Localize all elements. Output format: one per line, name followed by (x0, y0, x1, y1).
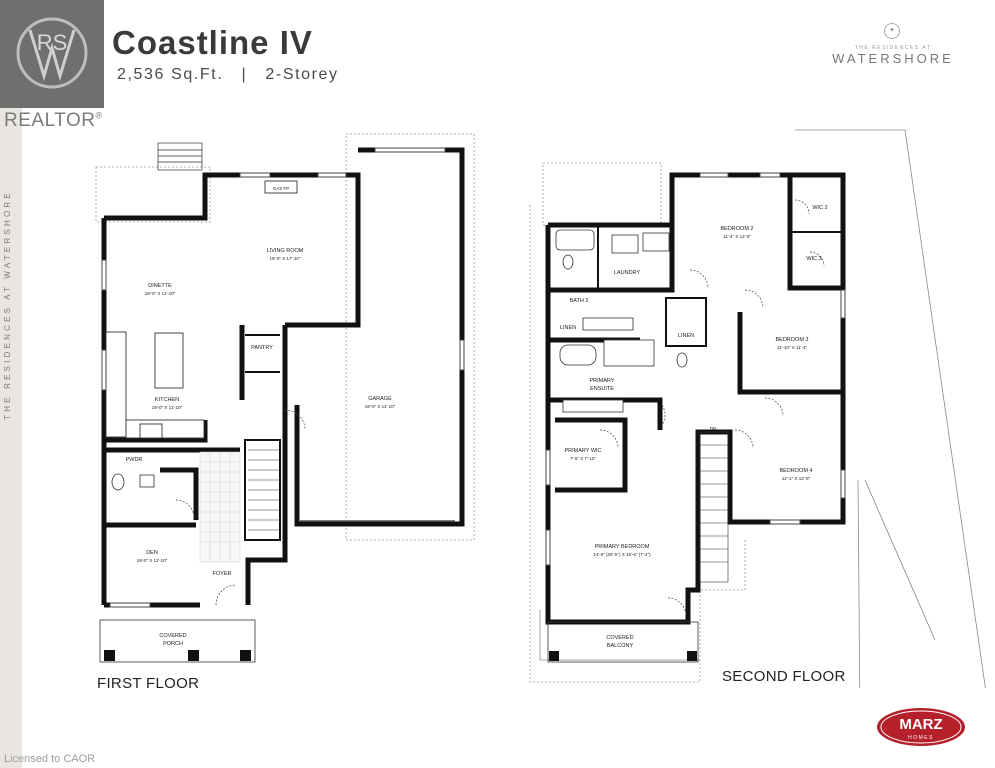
second-floor-plan: BEDROOM 2 11'-4" X 12'-0" BEDROOM 3 11'-… (529, 129, 986, 688)
second-floor-dashed-outline (529, 162, 746, 683)
room-primary-name: PRIMARY BEDROOM (595, 544, 650, 550)
second-floor-interior-walls (597, 225, 843, 347)
room-balcony-name-1: COVERED (606, 635, 633, 641)
deck-stairs (157, 142, 203, 171)
foyer-tile-grid (199, 451, 241, 563)
realtor-text: REALTOR® (4, 110, 103, 132)
watershore-monogram-icon: ✦ (884, 23, 900, 39)
room-ensuite-name-1: PRIMARY (590, 378, 615, 384)
page-title: Coastline IV (112, 24, 313, 61)
second-floor-label: SECOND FLOOR (722, 668, 846, 685)
room-living-dims: 19'-0" X 17'-10" (270, 256, 301, 261)
covered-porch (99, 619, 256, 663)
room-bed3-dims: 11'-10" X 11'-4" (777, 345, 808, 350)
license-footer: Licensed to CAOR (4, 753, 96, 765)
room-porch-name-2: PORCH (163, 641, 183, 647)
room-linen-b-name: LINEN (678, 333, 694, 339)
powder-room-fixtures (111, 473, 155, 491)
room-primary-dims: 14'-0" (20'-5") X 15'-6" (7'-4") (593, 552, 651, 557)
realtor-label: REALTOR (4, 110, 96, 131)
bathroom-fixtures (555, 229, 688, 413)
side-band (0, 0, 22, 768)
watershore-tagline: THE RESIDENCES AT (854, 45, 932, 51)
room-primary-wic-name: PRIMARY WIC (564, 448, 601, 454)
room-dinette-dims: 19'-0" X 11'-10" (145, 291, 176, 296)
watershore-logo: WATERSHORE (832, 51, 954, 66)
second-floor-roof-lines (539, 129, 986, 688)
room-balcony-name-2: BALCONY (607, 643, 634, 649)
room-bed2-dims: 11'-4" X 12'-0" (723, 234, 751, 239)
second-floor-stairs (699, 431, 729, 583)
page-subtitle: 2,536 Sq.Ft. | 2-Storey (117, 66, 339, 83)
room-pwdr-name: PWDR (126, 457, 143, 463)
room-den-name: DEN (146, 550, 158, 556)
room-bed4-dims: 12'-1" X 12'-8" (782, 476, 811, 481)
second-floor-doors (599, 199, 825, 617)
room-primary-wic-dims: 7'-6" X 7'-10" (570, 456, 596, 461)
first-floor-room-labels: LIVING ROOM 19'-0" X 17'-10" DINETTE 19'… (126, 186, 396, 647)
room-porch-name-1: COVERED (159, 633, 186, 639)
room-den-dims: 19'-0" X 11'-10" (137, 558, 168, 563)
room-living-name: LIVING ROOM (267, 248, 304, 254)
builder-logo-text: MARZ (899, 716, 942, 733)
first-floor-stairs (248, 449, 280, 531)
room-wic3-name: WIC 3 (806, 256, 821, 262)
room-linen-a-name: LINEN (560, 325, 576, 331)
realtor-registered-mark: ® (95, 110, 103, 121)
room-ensuite-name-2: ENSUITE (590, 386, 614, 392)
room-bed3-name: BEDROOM 3 (775, 337, 808, 343)
room-garage-name: GARAGE (368, 396, 392, 402)
room-kitchen-dims: 19'-0" X 11'-10" (152, 405, 183, 410)
gas-fireplace-label: GAS FP (273, 186, 290, 191)
first-floor-doors (175, 409, 306, 606)
first-floor-label: FIRST FLOOR (97, 675, 200, 692)
room-dinette-name: DINETTE (148, 283, 172, 289)
first-floor-dashed-outline (95, 133, 475, 541)
room-laundry-name: LAUNDRY (614, 270, 641, 276)
room-pantry-name: PANTRY (251, 345, 273, 351)
realtor-logo: RS (0, 0, 104, 108)
room-wic2-name: WIC 2 (812, 205, 827, 211)
kitchen-fixtures (105, 180, 298, 439)
room-garage-dims: 19'-0" X 11'-10" (365, 404, 396, 409)
first-floor-plan: LIVING ROOM 19'-0" X 17'-10" DINETTE 19'… (95, 133, 475, 663)
second-floor-room-labels: BEDROOM 2 11'-4" X 12'-0" BEDROOM 3 11'-… (560, 205, 828, 649)
room-kitchen-name: KITCHEN (155, 397, 179, 403)
covered-balcony (547, 621, 699, 663)
realtor-logo-mark: RS (16, 17, 88, 89)
builder-logo: MARZ HOMES (877, 708, 965, 746)
stairs-down-label: DN (710, 426, 717, 431)
builder-logo-subtext: HOMES (908, 735, 934, 741)
room-bed2-name: BEDROOM 2 (720, 226, 753, 232)
room-bath2-name: BATH 2 (570, 298, 589, 304)
first-floor-interior-walls (244, 334, 281, 541)
side-band-text: THE RESIDENCES AT WATERSHORE (3, 190, 12, 420)
room-bed4-name: BEDROOM 4 (779, 468, 812, 474)
second-floor-windows (545, 172, 846, 566)
room-foyer-name: FOYER (213, 571, 232, 577)
